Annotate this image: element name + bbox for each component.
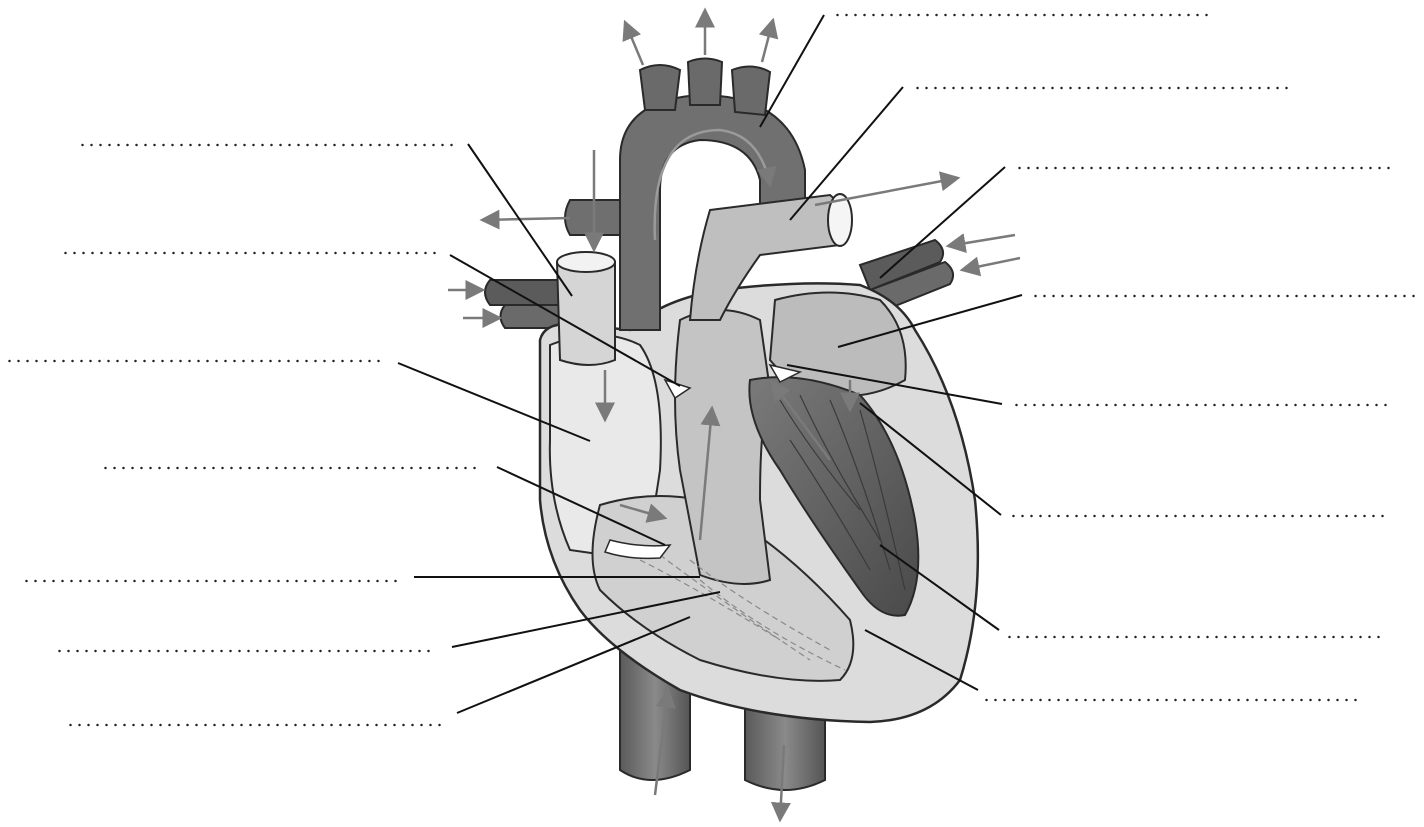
leader-line-4: [880, 167, 1005, 278]
label-blank-2[interactable]: [913, 85, 1293, 91]
label-blank-6[interactable]: [1031, 293, 1416, 299]
label-blank-15[interactable]: [982, 697, 1362, 703]
label-blank-1[interactable]: [833, 12, 1213, 18]
label-blank-4[interactable]: [1015, 165, 1395, 171]
label-blank-14[interactable]: [66, 722, 446, 728]
superior-vena-cava-opening: [557, 252, 615, 272]
label-blank-8[interactable]: [1012, 402, 1392, 408]
label-blank-13[interactable]: [55, 648, 435, 654]
pulmonary-veins-left: [485, 280, 565, 328]
label-blank-11[interactable]: [22, 578, 402, 584]
label-blank-12[interactable]: [1005, 634, 1385, 640]
label-blank-7[interactable]: [5, 358, 385, 364]
label-blank-3[interactable]: [78, 142, 458, 148]
label-blank-5[interactable]: [61, 250, 441, 256]
label-blank-9[interactable]: [101, 465, 481, 471]
label-blank-10[interactable]: [1009, 513, 1389, 519]
